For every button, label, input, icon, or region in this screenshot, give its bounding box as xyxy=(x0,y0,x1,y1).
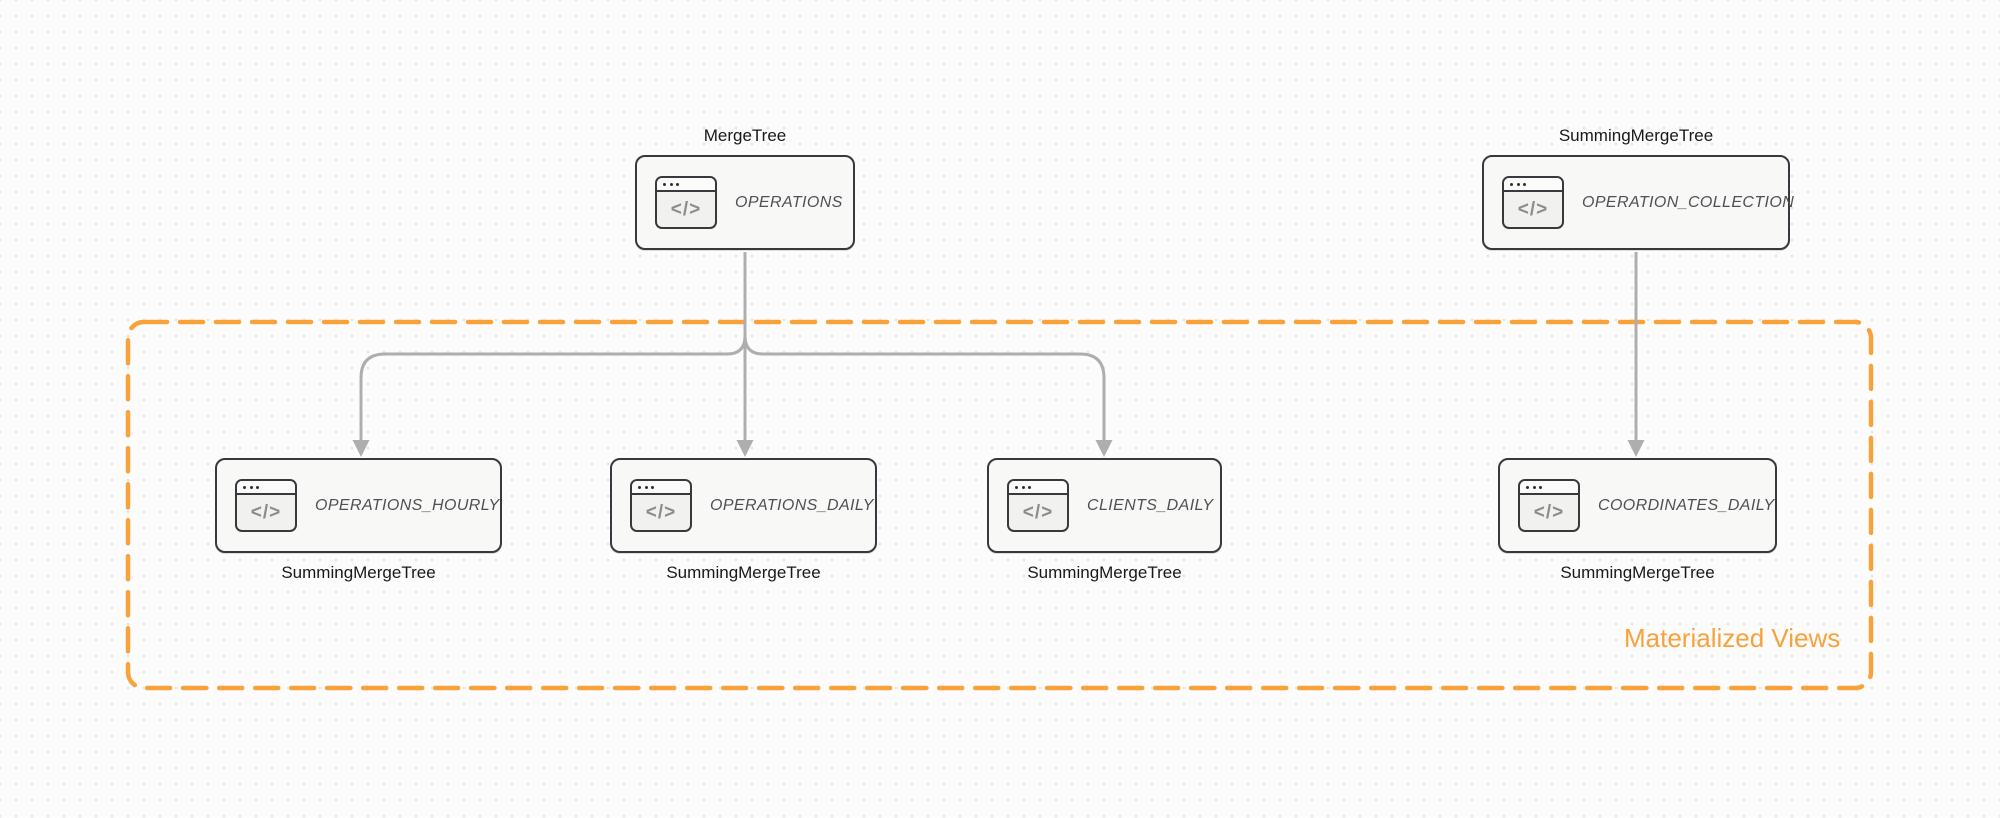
code-window-icon: </> xyxy=(655,176,717,229)
code-window-icon: </> xyxy=(1502,176,1564,229)
node-title: OPERATION_COLLECTION xyxy=(1582,193,1795,211)
arrowhead-operations-daily xyxy=(736,440,754,457)
window-dots-icon xyxy=(1520,481,1578,495)
engine-label: SummingMergeTree xyxy=(1027,563,1182,582)
node-operations-hourly[interactable]: </> OPERATIONS_HOURLY SummingMergeTree xyxy=(215,458,502,582)
code-glyph: </> xyxy=(645,501,677,523)
node-operations[interactable]: MergeTree </> OPERATIONS xyxy=(635,126,855,250)
window-dots-icon xyxy=(1009,481,1067,495)
arrowhead-coordinates-daily xyxy=(1627,440,1645,457)
window-dots-icon xyxy=(237,481,295,495)
node-title: OPERATIONS_HOURLY xyxy=(315,496,500,514)
window-dots-icon xyxy=(632,481,690,495)
window-dots-icon xyxy=(657,178,715,192)
engine-label: SummingMergeTree xyxy=(666,563,821,582)
engine-label: SummingMergeTree xyxy=(1560,563,1715,582)
window-dots-icon xyxy=(1504,178,1562,192)
node-operations-daily[interactable]: </> OPERATIONS_DAILY SummingMergeTree xyxy=(610,458,877,582)
materialized-views-group-label: Materialized Views xyxy=(1624,623,1841,653)
code-window-icon: </> xyxy=(1007,479,1069,532)
code-glyph: </> xyxy=(670,198,702,220)
node-title: CLIENTS_DAILY xyxy=(1087,496,1214,514)
arrowhead-operations-hourly xyxy=(352,440,370,457)
engine-label: MergeTree xyxy=(703,126,787,145)
node-box: </> COORDINATES_DAILY xyxy=(1498,458,1777,553)
node-box: </> OPERATION_COLLECTION xyxy=(1482,155,1794,250)
node-coordinates-daily[interactable]: </> COORDINATES_DAILY SummingMergeTree xyxy=(1498,458,1777,582)
node-title: OPERATIONS xyxy=(735,193,843,211)
node-box: </> OPERATIONS_HOURLY xyxy=(215,458,502,553)
node-operation-collection[interactable]: SummingMergeTree </> OPERATION_COLLECTIO… xyxy=(1482,126,1794,250)
node-box: </> OPERATIONS xyxy=(635,155,855,250)
node-clients-daily[interactable]: </> CLIENTS_DAILY SummingMergeTree xyxy=(987,458,1222,582)
code-glyph: </> xyxy=(250,501,282,523)
code-window-icon: </> xyxy=(235,479,297,532)
edge-operations-to-operations-hourly xyxy=(359,252,747,441)
code-window-icon: </> xyxy=(630,479,692,532)
node-box: </> OPERATIONS_DAILY xyxy=(610,458,877,553)
edge-operations-to-clients-daily xyxy=(743,252,1106,441)
node-title: COORDINATES_DAILY xyxy=(1598,496,1775,514)
code-window-icon: </> xyxy=(1518,479,1580,532)
code-glyph: </> xyxy=(1533,501,1565,523)
node-box: </> CLIENTS_DAILY xyxy=(987,458,1222,553)
code-glyph: </> xyxy=(1517,198,1549,220)
code-glyph: </> xyxy=(1022,501,1054,523)
node-title: OPERATIONS_DAILY xyxy=(710,496,874,514)
engine-label: SummingMergeTree xyxy=(281,563,436,582)
arrowhead-clients-daily xyxy=(1095,440,1113,457)
engine-label: SummingMergeTree xyxy=(1558,126,1714,145)
